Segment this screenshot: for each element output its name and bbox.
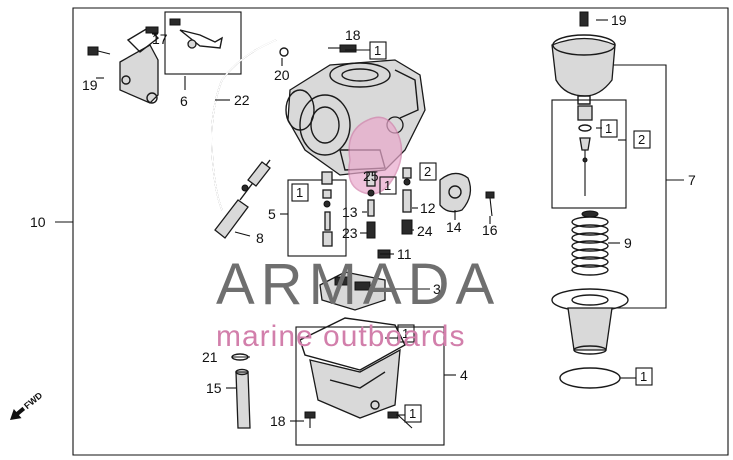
callout-14: 14	[446, 219, 462, 235]
callout-12: 12	[420, 200, 436, 216]
bracket-arm	[126, 27, 160, 53]
top-cover	[551, 11, 616, 105]
label-box-1-c	[291, 183, 309, 202]
float-chamber-4	[299, 317, 413, 429]
label-box-2-b	[419, 162, 437, 181]
label-box-1-a	[369, 41, 387, 60]
outer-frame	[72, 7, 729, 456]
label-2-a: 2	[638, 132, 645, 147]
label-1-b: 1	[605, 121, 612, 136]
small-screw-6	[169, 18, 181, 26]
label-box-1-g	[635, 367, 653, 386]
bracket-part	[119, 44, 159, 104]
lever-part	[179, 29, 223, 49]
callout-23: 23	[342, 225, 358, 241]
label-box-2-a	[633, 130, 651, 149]
callout-22: 22	[234, 92, 250, 108]
label-box-1-d	[379, 176, 397, 195]
callout-16: 16	[482, 222, 498, 238]
callout-6: 6	[180, 93, 188, 109]
jet-parts-5	[321, 171, 333, 247]
callout-19-left: 19	[82, 77, 98, 93]
bracket-group	[87, 11, 242, 104]
callout-numbers: 3 4 5 6 7 8 9 10 11 12 13 14 15 16 17 18…	[30, 12, 696, 429]
box-4	[295, 326, 445, 446]
rod-15	[235, 368, 251, 429]
screw-16	[485, 191, 495, 199]
watermark-tagline: marine outboards	[216, 320, 465, 353]
spring-9	[571, 210, 609, 276]
callout-18-top: 18	[345, 27, 361, 43]
label-1-e: 1	[402, 326, 409, 341]
label-box-1-b	[600, 119, 618, 138]
box-2-right	[551, 99, 627, 209]
watermark-brand: ARMADA	[216, 252, 500, 317]
callout-11: 11	[397, 246, 412, 262]
needle-parts	[577, 105, 593, 196]
callout-18-bottom: 18	[270, 413, 286, 429]
label-1-d: 1	[384, 178, 391, 193]
label-box-1-f	[404, 404, 422, 423]
box-5	[287, 179, 347, 257]
watermark: ARMADA marine outboards	[216, 252, 500, 353]
oring-right	[559, 367, 621, 389]
screw-19-shaft	[97, 50, 111, 55]
piston	[551, 288, 629, 355]
label-2-b: 2	[424, 164, 431, 179]
callout-7: 7	[688, 172, 696, 188]
callout-21: 21	[202, 349, 218, 365]
tube-22-inner	[210, 39, 277, 211]
label-1-f: 1	[409, 406, 416, 421]
callout-8: 8	[256, 230, 264, 246]
callout-10: 10	[30, 214, 46, 230]
fwd-arrow-icon	[10, 406, 26, 420]
callout-3: 3	[433, 281, 441, 297]
callout-25: 25	[363, 168, 379, 184]
callout-4: 4	[460, 367, 468, 383]
screw-19-left	[87, 46, 99, 56]
clip-20	[279, 47, 289, 57]
box-6	[164, 11, 242, 75]
leader-lines	[96, 19, 636, 422]
screw-18-bottom	[304, 411, 316, 419]
screw-17	[145, 26, 159, 34]
callout-13: 13	[342, 204, 358, 220]
label-1-a: 1	[374, 43, 381, 58]
jet-parts-center	[366, 167, 413, 239]
fwd-label: FWD	[22, 390, 45, 411]
choke-assembly-8	[214, 159, 271, 239]
bracket-7	[612, 64, 667, 309]
float-3	[319, 271, 386, 311]
callout-17: 17	[152, 31, 168, 47]
label-1-g: 1	[640, 369, 647, 384]
callout-24: 24	[417, 223, 433, 239]
cover-14	[439, 172, 472, 213]
callout-20: 20	[274, 67, 290, 83]
bracket-hole	[146, 92, 158, 104]
label-1-c: 1	[296, 185, 303, 200]
callout-5: 5	[268, 206, 276, 222]
label-box-1-e	[397, 324, 415, 343]
lever-pivot	[187, 39, 197, 49]
callout-9: 9	[624, 235, 632, 251]
tube-22	[211, 39, 277, 211]
callout-19-right: 19	[611, 12, 627, 28]
watermark-logo-blob	[348, 116, 403, 195]
boxed-labels: 1 1 2 2 1 1 1 1 1	[291, 41, 653, 423]
callout-15: 15	[206, 380, 222, 396]
fwd-indicator: FWD	[10, 390, 45, 420]
bracket-hole-2	[121, 75, 131, 85]
